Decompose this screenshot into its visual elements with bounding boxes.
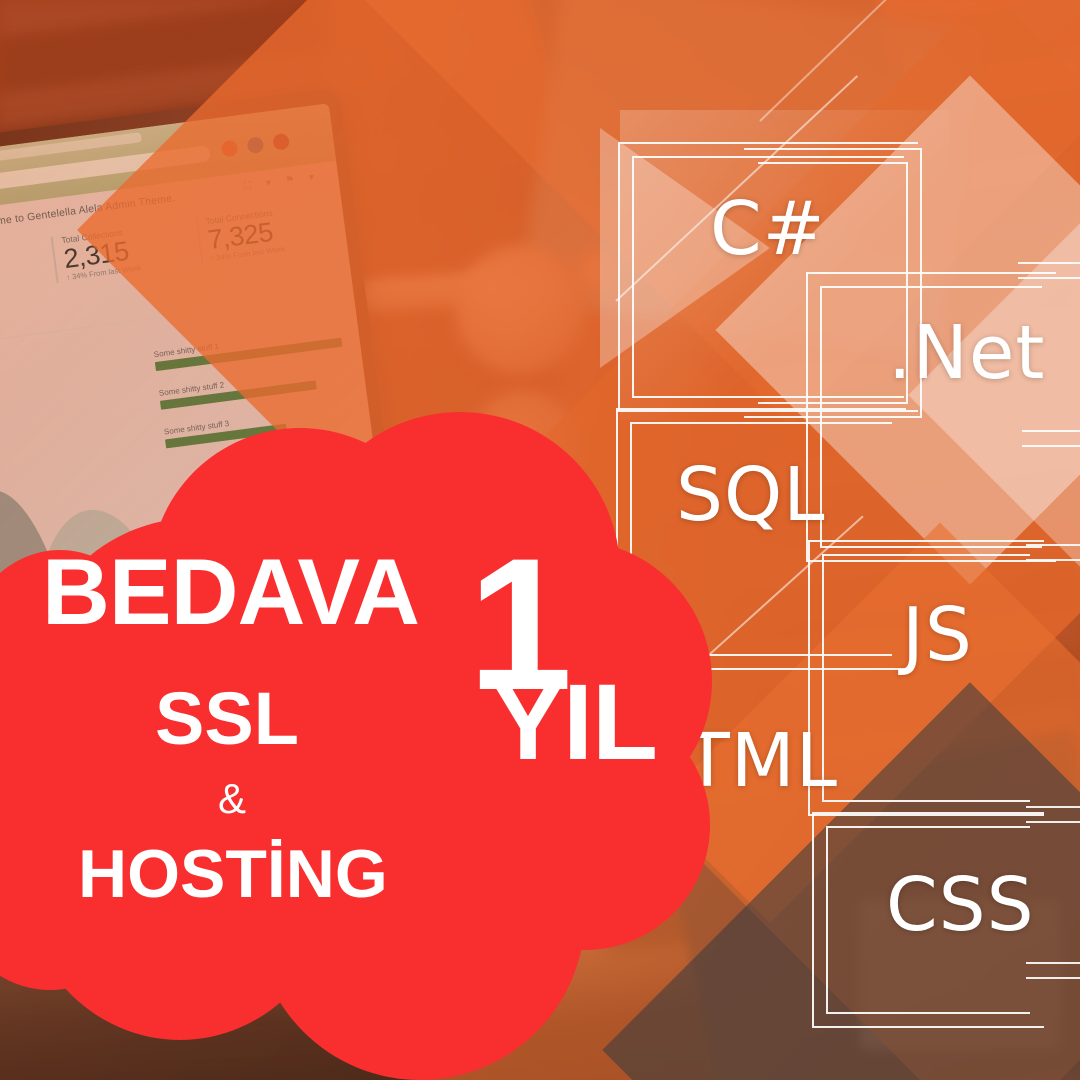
promo-duration-number: 1 — [468, 519, 573, 729]
promo-headline: BEDAVA — [42, 539, 420, 644]
bracket-frame-csharp — [618, 142, 918, 412]
bracket-inner — [632, 156, 904, 398]
bracket-inner — [820, 286, 1042, 548]
promo-blob — [0, 400, 740, 1080]
promo-duration-unit: YIL — [492, 661, 658, 782]
bracket-outer — [806, 272, 1056, 562]
bracket-inner — [758, 162, 908, 404]
bracket-outer — [616, 408, 906, 670]
bracket-frame-sql — [616, 408, 906, 670]
promo-text-group: BEDAVA SSL & HOSTİNG 1 YIL — [0, 400, 740, 1060]
accent-line-pair — [1022, 430, 1080, 447]
promo-ssl-label: SSL — [155, 677, 299, 760]
bracket-outer — [812, 812, 1044, 1028]
tech-label-css: CSS — [886, 862, 1035, 948]
bracket-frame-csharp-right — [744, 148, 922, 418]
bracket-outer — [618, 142, 918, 412]
tech-label-sql: SQL — [676, 452, 826, 538]
accent-line-pair — [1026, 962, 1080, 979]
bracket-frame-css — [812, 812, 1044, 1028]
promo-ampersand: & — [218, 775, 247, 822]
tech-label-dotnet: .Net — [888, 310, 1046, 396]
bracket-outer — [744, 148, 922, 418]
tech-label-csharp: C# — [710, 186, 826, 272]
tech-label-js: JS — [902, 592, 973, 678]
accent-line-pair — [1018, 262, 1080, 279]
accent-line-pair — [1026, 544, 1080, 561]
bracket-inner — [822, 554, 1030, 802]
bracket-inner — [630, 422, 892, 656]
bracket-frame-js — [808, 540, 1044, 816]
bracket-outer — [808, 540, 1044, 816]
bracket-frame-dotnet — [806, 272, 1056, 562]
blob-lobe — [460, 700, 710, 950]
bracket-inner — [826, 826, 1030, 1014]
accent-line-pair — [1026, 806, 1080, 823]
promo-hosting-label: HOSTİNG — [78, 836, 388, 912]
